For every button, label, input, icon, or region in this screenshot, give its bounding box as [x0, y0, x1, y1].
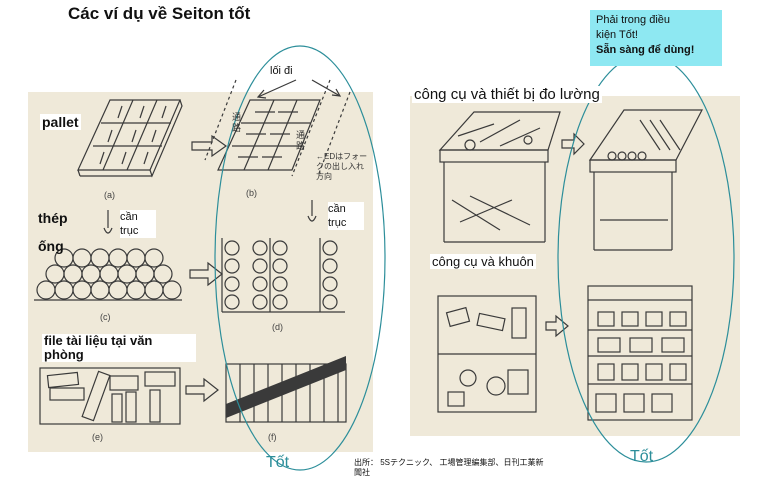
improvement-arrow-2 — [189, 261, 223, 287]
good-label-right: Tốt — [630, 448, 654, 465]
tools-molds-label: công cụ và khuôn — [430, 254, 536, 269]
source-line-1: 出所： 5Sテクニック、 工場管理編集部、日刊工業新 — [354, 458, 544, 467]
source-line-2: 聞社 — [354, 468, 370, 477]
improvement-arrow-3 — [185, 377, 219, 403]
pallet-after-drawing — [204, 79, 351, 177]
aisle-label: lối đi — [270, 65, 293, 77]
pallet-before-drawing — [77, 99, 183, 178]
pipe-label: ống — [38, 238, 64, 254]
crane-label-right: cần trục — [328, 202, 364, 230]
crane-hook-left-drawing — [103, 210, 113, 234]
ready-to-use-callout: Phải trong điều kiện Tốt! Sẵn sàng để dù… — [590, 10, 722, 66]
pipes-before-drawing — [34, 248, 182, 301]
molds-shelf-before-drawing — [437, 295, 537, 413]
improvement-arrow-5 — [545, 314, 569, 338]
measuring-tools-label: công cụ và thiết bị đo lường — [412, 86, 602, 103]
molds-shelf-after-drawing — [587, 285, 693, 421]
left-sketch-panel — [28, 92, 373, 452]
measuring-cart-before-drawing — [438, 111, 561, 243]
crane-hook-right-drawing — [307, 200, 317, 222]
caption-f: (f) — [268, 432, 277, 442]
pipes-after-drawing — [221, 238, 345, 313]
good-highlight-left — [214, 45, 386, 471]
callout-line-1: Phải trong điều — [596, 14, 670, 26]
caption-b: (b) — [246, 188, 257, 198]
office-files-label: file tài liệu tại văn phòng — [42, 334, 196, 362]
source-citation: 出所： 5Sテクニック、 工場管理編集部、日刊工業新 聞社 — [354, 458, 544, 478]
callout-line-3: Sẵn sàng để dùng! — [596, 44, 695, 56]
aisle-note-right: 通路 — [296, 130, 306, 151]
aisle-note-left: 通路 — [232, 112, 242, 133]
steel-label: thép — [38, 210, 68, 226]
page-title: Các ví dụ về Seiton tốt — [68, 4, 251, 23]
diagonal-file-marker — [226, 356, 346, 418]
measuring-cart-after-drawing — [588, 109, 703, 251]
files-before-drawing — [39, 367, 181, 425]
caption-e: (e) — [92, 432, 103, 442]
caption-c: (c) — [100, 312, 111, 322]
good-highlight-right — [557, 53, 735, 463]
caption-a: (a) — [104, 190, 115, 200]
improvement-arrow-1 — [191, 134, 228, 158]
good-label-left: Tốt — [266, 454, 290, 471]
pallet-label: pallet — [40, 114, 81, 130]
forklift-note: ←EDはフォークの出し入れ方向 — [316, 152, 368, 181]
crane-label-left: cần trục — [120, 210, 156, 238]
caption-d: (d) — [272, 322, 283, 332]
callout-line-2: kiện Tốt! — [596, 29, 638, 41]
